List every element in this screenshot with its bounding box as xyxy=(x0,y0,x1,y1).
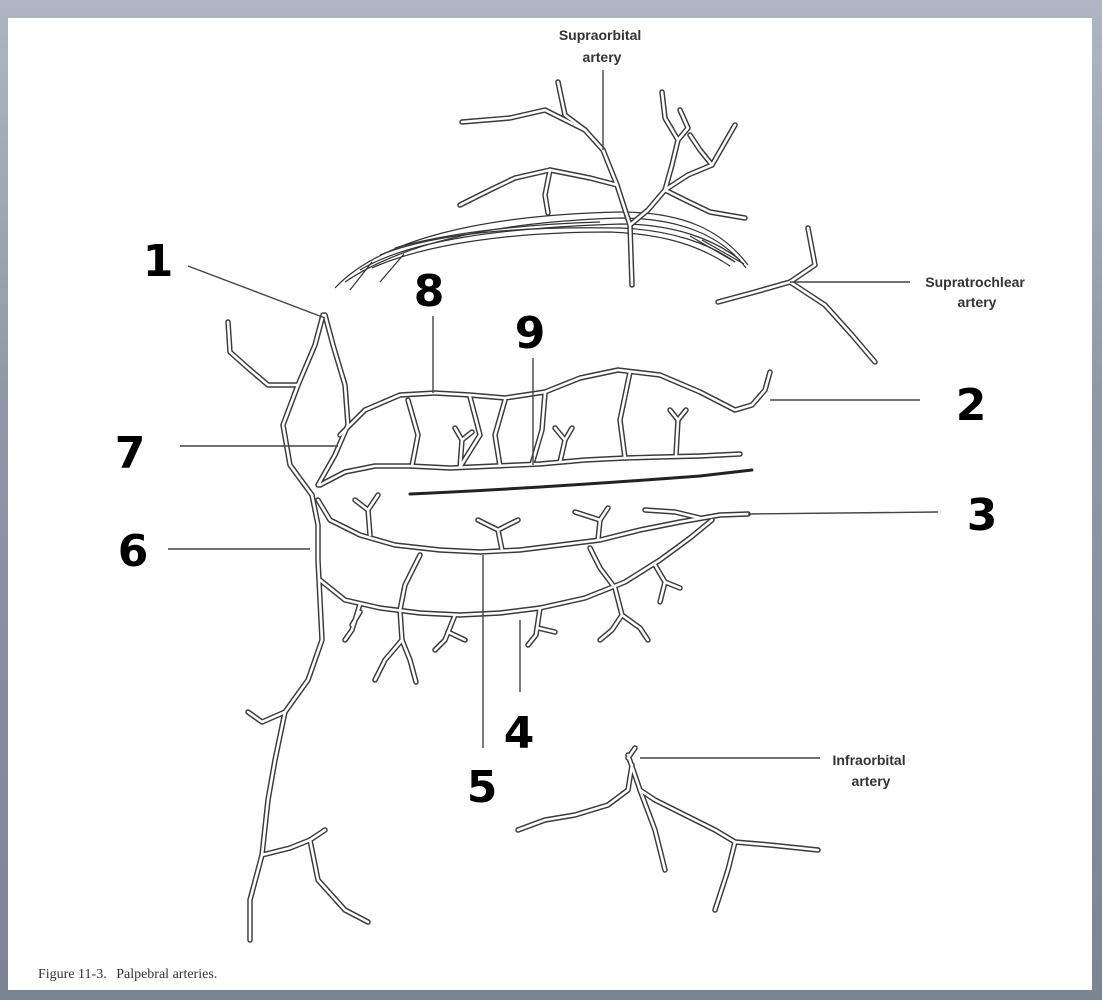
number-2: 2 xyxy=(956,380,987,431)
number-4: 4 xyxy=(504,708,535,759)
number-9: 9 xyxy=(515,308,546,359)
number-3: 3 xyxy=(967,490,998,541)
supraorbital-artery-label: Supraorbital artery xyxy=(559,27,645,65)
infraorbital-artery-label: Infraorbital artery xyxy=(832,752,909,789)
figure-caption: Figure 11-3. Palpebral arteries. xyxy=(38,967,217,982)
eyebrow xyxy=(334,211,749,291)
supratrochlear-artery-label: Supratrochlear artery xyxy=(925,274,1028,310)
number-5: 5 xyxy=(467,762,498,813)
number-1: 1 xyxy=(143,236,174,287)
eyelid-margin-line xyxy=(408,468,754,496)
number-6: 6 xyxy=(118,526,149,577)
figure-caption-text: Palpebral arteries. xyxy=(116,967,217,982)
palpebral-artery-network-core xyxy=(226,80,877,942)
number-7: 7 xyxy=(115,428,146,479)
figure-number: Figure 11-3. xyxy=(38,967,107,982)
number-8: 8 xyxy=(414,266,445,317)
leader-lines xyxy=(168,70,939,759)
